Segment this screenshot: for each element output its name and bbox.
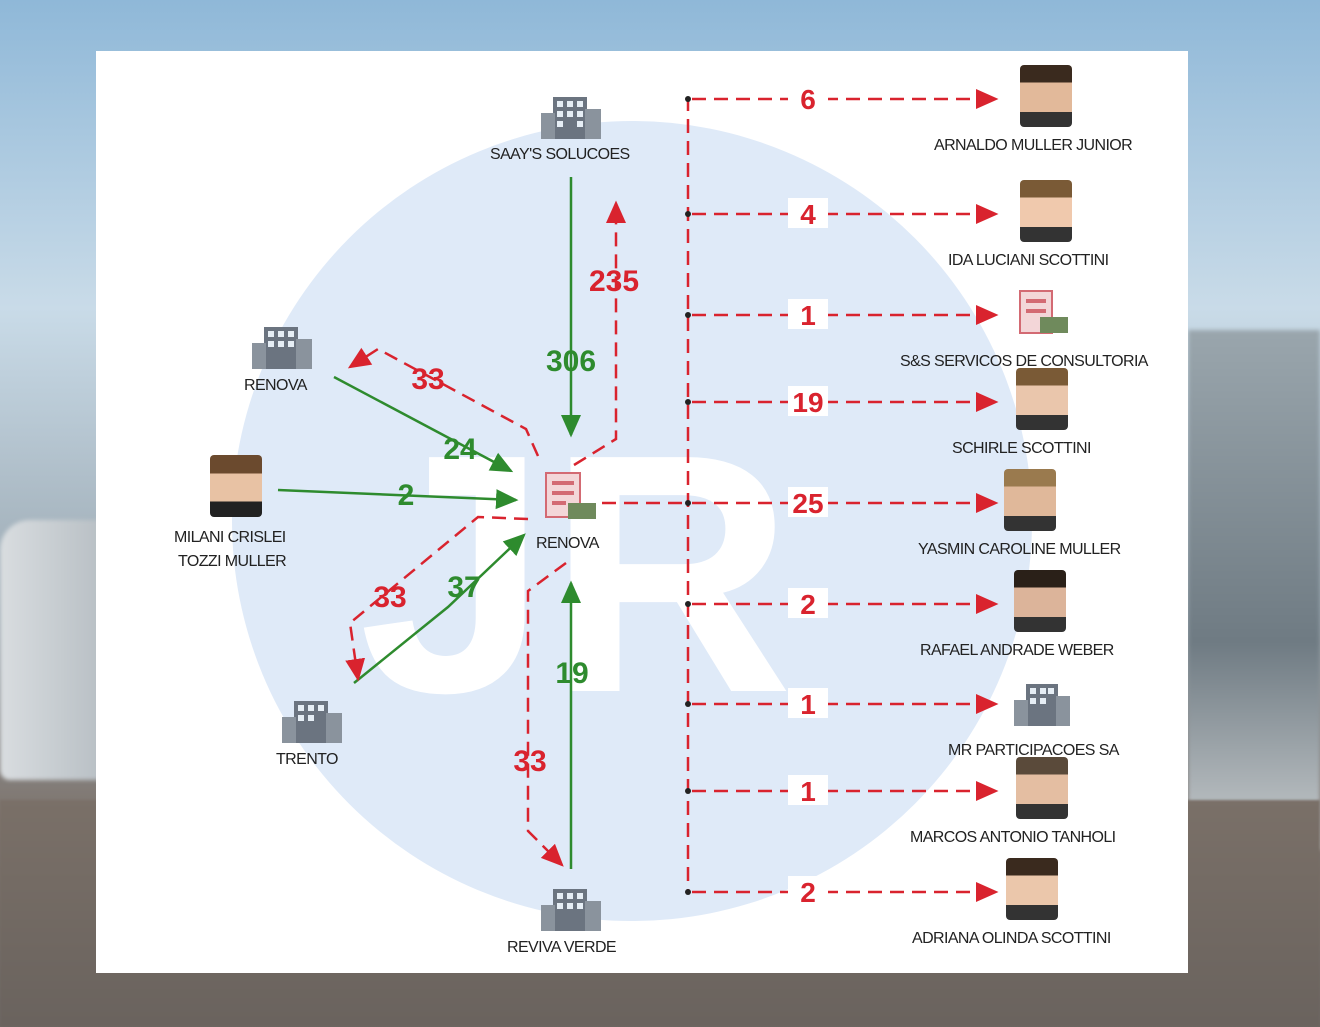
person-photo bbox=[1016, 757, 1068, 819]
flow-line-trento-in bbox=[353, 533, 526, 684]
branch-junction-dot bbox=[685, 399, 691, 405]
branch-value-bg bbox=[788, 688, 828, 718]
value-trento-out: 33 bbox=[373, 581, 406, 614]
branch-junction-dot bbox=[685, 96, 691, 102]
branch-value-bg bbox=[788, 588, 828, 618]
recipient-name: MR PARTICIPACOES SA bbox=[948, 742, 1119, 759]
branch-value-bg bbox=[788, 775, 828, 805]
person-photo bbox=[1004, 469, 1056, 531]
person-photo bbox=[1016, 368, 1068, 430]
recipient-name: MARCOS ANTONIO TANHOLI bbox=[910, 829, 1116, 846]
branch-junction-dot bbox=[685, 211, 691, 217]
branch-value-bg bbox=[788, 386, 828, 416]
person-photo bbox=[1006, 858, 1058, 920]
branch-value-bg bbox=[788, 487, 828, 517]
branch-value: 4 bbox=[800, 199, 816, 230]
branch-junction-dot bbox=[685, 701, 691, 707]
branch-value-bg bbox=[788, 876, 828, 906]
recipient-name: ARNALDO MULLER JUNIOR bbox=[934, 137, 1133, 154]
background-truck-right bbox=[1188, 330, 1320, 850]
value-milani-in: 2 bbox=[398, 479, 415, 512]
flow-line-milani-in bbox=[277, 488, 519, 510]
building-icon bbox=[252, 327, 312, 369]
flow-line-renova-in bbox=[333, 375, 514, 473]
recipient-branches: 6 4 1 19 25 2 1 1 2 bbox=[685, 83, 999, 908]
value-reviva-in: 19 bbox=[555, 657, 588, 690]
flow-line-renova-out bbox=[347, 347, 540, 457]
recipient-name: IDA LUCIANI SCOTTINI bbox=[948, 252, 1109, 269]
company-document-icon bbox=[545, 472, 596, 519]
background-truck-left bbox=[0, 520, 100, 780]
flow-line-trento-out bbox=[345, 515, 529, 682]
diagram-panel: JR 6 4 1 19 25 2 1 1 2 306 235 24 33 2 37 33 bbox=[96, 51, 1188, 973]
branch-value: 2 bbox=[800, 877, 816, 908]
node-label-renova-left: RENOVA bbox=[244, 377, 307, 394]
branch-junction-dot bbox=[685, 788, 691, 794]
value-renova-out: 33 bbox=[411, 363, 444, 396]
node-label-reviva: REVIVA VERDE bbox=[507, 939, 617, 956]
branch-value: 1 bbox=[800, 776, 816, 807]
flow-diagram: JR 6 4 1 19 25 2 1 1 2 306 235 24 33 2 37 33 bbox=[232, 83, 1032, 921]
watermark-text: JR bbox=[359, 384, 794, 764]
branch-value: 1 bbox=[800, 300, 816, 331]
node-label-renova-center: RENOVA bbox=[536, 535, 599, 552]
watermark-logo: JR bbox=[232, 121, 1032, 921]
branch-value: 19 bbox=[792, 387, 823, 418]
branch-value-bg bbox=[788, 299, 828, 329]
branch-value: 25 bbox=[792, 488, 823, 519]
person-photo bbox=[1014, 570, 1066, 632]
branch-value: 1 bbox=[800, 689, 816, 720]
branch-junction-dot bbox=[685, 312, 691, 318]
node-label-milani-line2: TOZZI MULLER bbox=[178, 553, 287, 570]
building-icon bbox=[541, 97, 601, 139]
recipient-name: S&S SERVICOS DE CONSULTORIA bbox=[900, 353, 1148, 370]
value-reviva-out: 33 bbox=[513, 745, 546, 778]
branch-junction-dot bbox=[685, 889, 691, 895]
flow-line-reviva-out bbox=[526, 561, 567, 867]
node-label-trento: TRENTO bbox=[276, 751, 338, 768]
branch-junction-dot bbox=[685, 601, 691, 607]
recipient-name: YASMIN CAROLINE MULLER bbox=[918, 541, 1121, 558]
branch-value: 6 bbox=[800, 84, 816, 115]
recipient-name: ADRIANA OLINDA SCOTTINI bbox=[912, 930, 1111, 947]
branch-junction-dot bbox=[685, 500, 691, 506]
value-renova-in: 24 bbox=[443, 433, 477, 466]
recipient-name: RAFAEL ANDRADE WEBER bbox=[920, 642, 1114, 659]
branch-value-bg bbox=[788, 198, 828, 228]
value-saays-in: 235 bbox=[589, 265, 639, 298]
flow-line-saays-out bbox=[573, 200, 626, 467]
value-trento-in: 37 bbox=[447, 571, 480, 604]
value-saays-out: 306 bbox=[546, 345, 596, 378]
building-icon bbox=[282, 701, 342, 743]
recipient-name: SCHIRLE SCOTTINI bbox=[952, 440, 1091, 457]
branch-value-bg bbox=[788, 83, 828, 113]
building-icon bbox=[1014, 684, 1070, 726]
company-document-icon bbox=[1019, 290, 1068, 334]
person-photo-milani bbox=[210, 455, 262, 517]
person-photo bbox=[1020, 180, 1072, 242]
branch-value: 2 bbox=[800, 589, 816, 620]
building-icon bbox=[541, 889, 601, 931]
person-photo bbox=[1020, 65, 1072, 127]
node-label-milani-line1: MILANI CRISLEI bbox=[174, 529, 286, 546]
node-label-saays: SAAY'S SOLUCOES bbox=[490, 146, 630, 163]
